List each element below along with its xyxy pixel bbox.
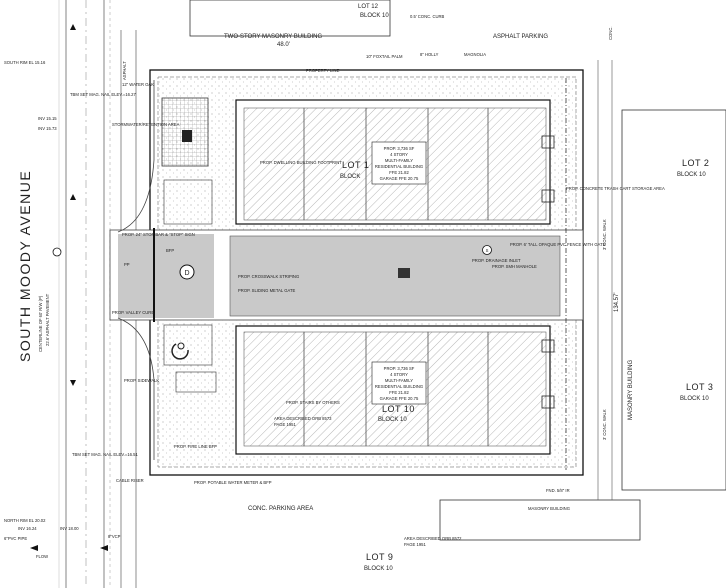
building-top-note-line6: GARAGE FFE 20.75 [380,176,419,181]
asphalt-parking-label: ASPHALT PARKING [493,34,548,40]
palm-label: 10" FOXTAIL PALM [366,54,403,59]
sidewalk-label: PROP. SIDEWALK [124,378,159,383]
block-2-label: BLOCK 10 [677,172,706,178]
lot-1-block-label: BLOCK [340,174,360,180]
dim-top-label: 48.0' [277,42,290,48]
storm-label: STORMWATER/RETENTION AREA [112,122,180,127]
building-bottom [235,325,551,455]
tbm1-label: TBM SET MAG. NAIL ELEV.=16.27 [70,92,136,97]
conc-walk-label-2: 3' CONC. WALK [602,409,607,440]
conc-left-label: CONC. [608,27,613,41]
accessible-parking-icon [171,342,189,360]
centerline-marker [52,247,62,257]
holly-label: 8" HOLLY [420,52,439,57]
masonry-bottom-label: MASONRY BUILDING [528,506,570,511]
two-story-building-outline [189,0,391,37]
inv2-label: INV 15.73 [38,126,57,131]
building-top-note-line1: PROP. 3,736 SF [384,146,415,151]
conc-walk-label: 3' CONC. WALK [602,219,607,250]
building-bottom-note-line3: MULTI-FAMILY [385,378,413,383]
building-bottom-note-line1: PROP. 3,736 SF [384,366,415,371]
lot-10-label: LOT 10 [382,404,415,414]
pavement-label: 22.6' ASPHALT PAVEMENT [45,293,50,346]
street-name-label: SOUTH MOODY AVENUE [17,170,33,362]
area-orb-bottom-label: AREA DESCRIBED ORB 8572 [404,536,462,541]
valley-curb-label: PROP. VALLEY CURB [112,310,154,315]
block-9-label: BLOCK 10 [364,566,393,572]
stop-bar-label: PROP. 24" STOP BAR & "STOP" SIGN [122,232,195,237]
south-rim-label: SOUTH RIM EL 15.16 [4,60,46,65]
masonry-building-bottom [439,499,641,541]
lot-3-label: LOT 3 [686,382,713,392]
lot-9-label: LOT 9 [366,552,393,562]
potable-label: PROP. POTABLE WATER METER & BFP [194,480,272,485]
sliding-gate-label: PROP. SLIDING METAL GATE [238,288,296,293]
asphalt-left-label: ASPHALT [122,61,127,80]
building-top-note-line4: RESIDENTIAL BUILDING [375,164,423,169]
centerline-label: CENTERLINE OF 60' R/W (P) [38,295,43,352]
lot-2-label: LOT 2 [682,158,709,168]
area-page-bottom-label: PAGE 1951 [404,542,426,547]
trash-label: PROP. CONCRETE TRASH CART STORAGE AREA [566,186,665,191]
oak-label: 12" WATER OAK [122,82,154,87]
property-line-label: PROPERTY LINE [306,68,340,73]
block-3-label: BLOCK 10 [680,396,709,402]
manhole-label: PROP. SMH MANHOLE [492,264,537,269]
fire-line-label: PROP. FIRE LINE BFP [174,444,217,449]
drainage-marker-label: D [184,270,189,277]
building-bottom-note: PROP. 3,736 SF 4 STORY MULTI-FAMILY RESI… [375,366,423,401]
building-top-note-line3: MULTI-FAMILY [385,158,413,163]
stairs-label: PROP. STAIRS BY OTHERS [286,400,340,405]
conc-parking-label: CONC. PARKING AREA [248,506,313,512]
conc-curb-label: 0.5' CONC. CURB [410,14,445,19]
inv4-label: INV 18.00 [60,526,79,531]
building-top-note-line2: 4 STORY [390,152,408,157]
vcp-label: 8"VCP [108,534,121,539]
drainage-marker [179,264,195,280]
building-bottom-note-line6: GARAGE FFE 20.75 [380,396,419,401]
block-10-label: BLOCK 10 [378,417,407,423]
building-top-note: PROP. 3,736 SF 4 STORY MULTI-FAMILY RESI… [375,146,423,181]
pvc-label: 6"PVC PIPE [4,536,27,541]
building-bottom-note-line2: 4 STORY [390,372,408,377]
flow-arrows [30,24,108,551]
tbm2-label: TBM SET MAG. NAIL ELEV.=16.51 [72,452,138,457]
building-bottom-note-line4: RESIDENTIAL BUILDING [375,384,423,389]
sewer-manhole-label: S [486,248,489,253]
lot-1-label: LOT 1 [342,160,369,170]
lot-12-label: LOT 12 [358,4,379,10]
inv1-label: INV 15.15 [38,116,57,121]
building-top-note-line5: FFE 21.82 [389,170,409,175]
crosswalk-label: PROP. CROSSWALK STRIPING [238,274,299,279]
north-rim-label: NORTH RIM EL 20.02 [4,518,46,523]
masonry-building-right [621,109,726,491]
fence-label: PROP. 6' TALL OPAQUE PVC FENCE WITH GATE [510,242,606,247]
building-top [235,99,551,225]
masonry-right-label: MASONRY BUILDING [628,360,634,420]
bfp-label: BFP [166,248,174,253]
dim-right-label: 134.57' [614,293,620,313]
two-story-label: TWO-STORY MASONRY BUILDING [224,34,322,40]
block-12-label: BLOCK 10 [360,13,389,19]
area-page-top-label: PAGE 1951 [274,422,296,427]
dwelling-label: PROP. DWELLING BUILDING FOOTPRINT [260,160,342,165]
building-bottom-note-line5: FFE 21.82 [389,390,409,395]
driveway-curve [117,317,155,460]
drainage-label: PROP. DRAINAGE INLET [472,258,521,263]
fnd-label: FND. 5/8" IR [546,488,570,493]
pp-label: PP [124,262,130,267]
sewer-manhole-marker [482,245,492,255]
inv3-label: INV 16.24 [18,526,37,531]
area-orb-top-label: AREA DESCRIBED ORB 8573 [274,416,332,421]
magnolia-label: MAGNOLIA [464,52,486,57]
cable-label: CABLE RISER [116,478,144,483]
flow-label: FLOW [36,554,48,559]
